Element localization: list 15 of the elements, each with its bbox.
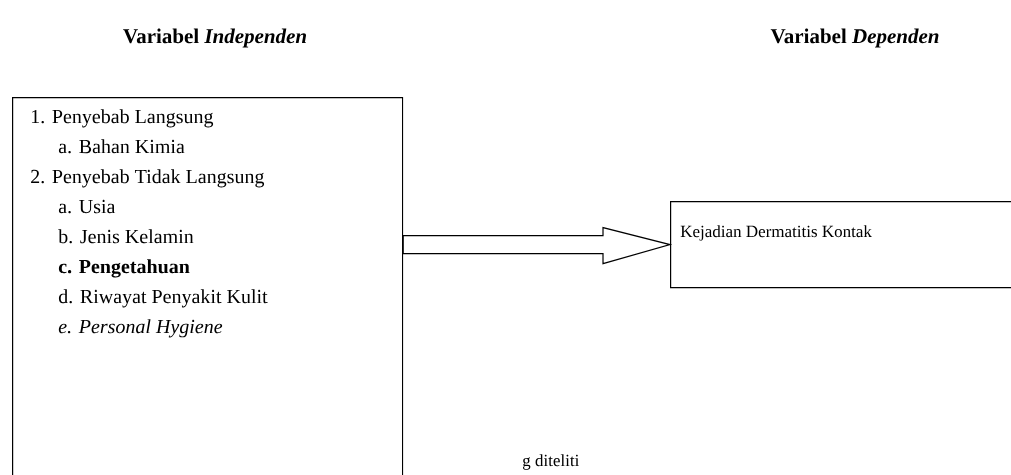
text-box bbox=[12, 97, 404, 475]
list-item: c. Pengetahuan bbox=[58, 259, 190, 278]
column-heading: Variabel Independen bbox=[123, 28, 307, 48]
node-text: Kejadian Dermatitis Kontak bbox=[680, 225, 872, 241]
list-item: a. Bahan Kimia bbox=[58, 139, 185, 154]
list-item: a. Usia bbox=[58, 199, 116, 214]
list-item: b. Jenis Kelamin bbox=[58, 229, 194, 244]
column-heading: Variabel Dependen bbox=[770, 28, 939, 48]
note-text: g diteliti bbox=[522, 454, 580, 470]
list-item: d. Riwayat Penyakit Kulit bbox=[58, 289, 268, 308]
list-item: e. Personal Hygiene bbox=[58, 319, 223, 338]
block-arrow bbox=[402, 226, 673, 265]
list-item: 2. Penyebab Tidak Langsung bbox=[31, 169, 265, 188]
list-item: 1. Penyebab Langsung bbox=[31, 109, 214, 128]
text-box bbox=[670, 201, 1011, 289]
